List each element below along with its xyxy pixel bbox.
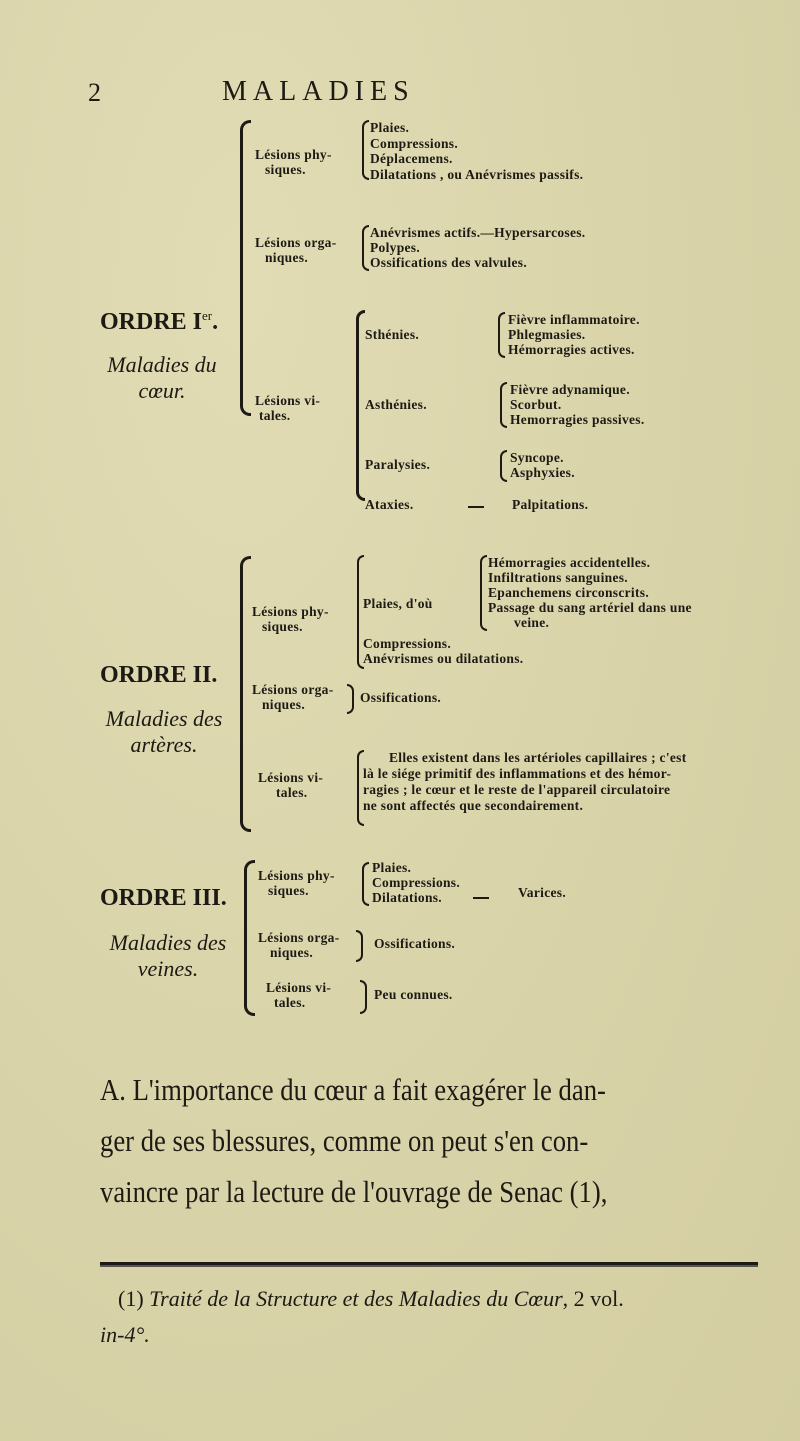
brace [500, 382, 507, 428]
footnote-title: Traité de la Structure et des Maladies d… [149, 1286, 563, 1311]
ordre-2-plaies-label: Plaies, d'où [363, 596, 433, 611]
ordre-2-organiques-item: Ossifications. [360, 690, 442, 705]
ordre-3-subtitle: Maladies des veines. [109, 930, 227, 981]
ordre-1-asthenies-list: Fièvre adynamique. Scorbut. Hemorragies … [510, 382, 645, 427]
ordre-1-sthenies-list: Fièvre inflammatoire. Phlegmasies. Hémor… [508, 312, 640, 357]
brace [357, 750, 364, 826]
ordre-2-vitales-label: Lésions vi- tales. [258, 770, 324, 800]
brace [362, 225, 369, 271]
ordre-1-title: ORDRE Ier. [100, 308, 219, 335]
footnote-rule [100, 1262, 758, 1265]
ordre-1-asthenies-label: Asthénies. [365, 397, 427, 412]
footnote-marker: (1) [118, 1286, 144, 1311]
ordre-1-sthenies-label: Sthénies. [365, 327, 420, 342]
brace [498, 312, 505, 358]
brace [480, 555, 487, 631]
brace [356, 930, 363, 962]
brace [360, 980, 367, 1014]
brace [500, 450, 507, 482]
footnote-line-2: in-4°. [100, 1322, 150, 1347]
ordre-1-organiques-label: Lésions orga- niques. [255, 235, 337, 265]
dash-separator [458, 498, 494, 516]
ordre-2-physiques-list: Compressions. Anévrismes ou dilatations. [363, 636, 524, 666]
ordre-1-vitales-label: Lésions vi- tales. [255, 393, 321, 423]
ordre-2-title: ORDRE II. [100, 662, 218, 688]
ordre-2-brace [240, 556, 251, 832]
ordre-3-organiques-item: Ossifications. [374, 936, 456, 951]
ordre-3-brace [244, 860, 255, 1016]
ordre-3-vitales-item: Peu connues. [374, 987, 453, 1002]
ordre-1-ataxies-label: Ataxies. [365, 497, 414, 512]
ordre-3-physiques-result: Varices. [518, 885, 567, 900]
ordre-3-physiques-list: Plaies. Compressions. Dilatations. [372, 860, 461, 905]
footnote-line-1: (1) Traité de la Structure et des Maladi… [118, 1286, 624, 1311]
ordre-1-ataxies-list: Palpitations. [512, 497, 589, 512]
ordre-3-title: ORDRE III. [100, 885, 227, 911]
body-line-3: vaincre par la lecture de l'ouvrage de S… [100, 1174, 608, 1209]
ordre-1-paralysies-list: Syncope. Asphyxies. [510, 450, 575, 480]
ordre-1-subtitle: Maladies du cœur. [107, 352, 217, 403]
ordre-1-physiques-list: Plaies. Compressions. Déplacemens. Dilat… [370, 120, 584, 182]
body-line-1: A. L'importance du cœur a fait exagérer … [100, 1072, 606, 1107]
dash-separator [463, 889, 499, 907]
ordre-2-vitales-text: Elles existent dans les artérioles capil… [363, 750, 687, 813]
brace [347, 684, 354, 714]
ordre-1-paralysies-label: Paralysies. [365, 457, 431, 472]
ordre-2-organiques-label: Lésions orga- niques. [252, 682, 334, 712]
brace [357, 555, 364, 669]
running-title: MALADIES [222, 76, 415, 107]
ordre-2-plaies-list: Hémorragies accidentelles. Infiltrations… [488, 555, 692, 630]
page-number: 2 [88, 78, 101, 107]
ordre-3-organiques-label: Lésions orga- niques. [258, 930, 340, 960]
brace [362, 120, 369, 180]
ordre-1-physiques-label: Lésions phy- siques. [255, 147, 332, 177]
brace [362, 862, 369, 906]
ordre-2-physiques-label: Lésions phy- siques. [252, 604, 329, 634]
ordre-1-organiques-list: Anévrismes actifs.—Hypersarcoses. Polype… [370, 225, 586, 270]
body-line-2: ger de ses blessures, comme on peut s'en… [100, 1123, 589, 1158]
ordre-2-subtitle: Maladies des artères. [105, 706, 223, 757]
ordre-1-brace [240, 120, 251, 416]
ordre-3-vitales-label: Lésions vi- tales. [266, 980, 332, 1010]
brace [356, 310, 365, 501]
ordre-3-physiques-label: Lésions phy- siques. [258, 868, 335, 898]
